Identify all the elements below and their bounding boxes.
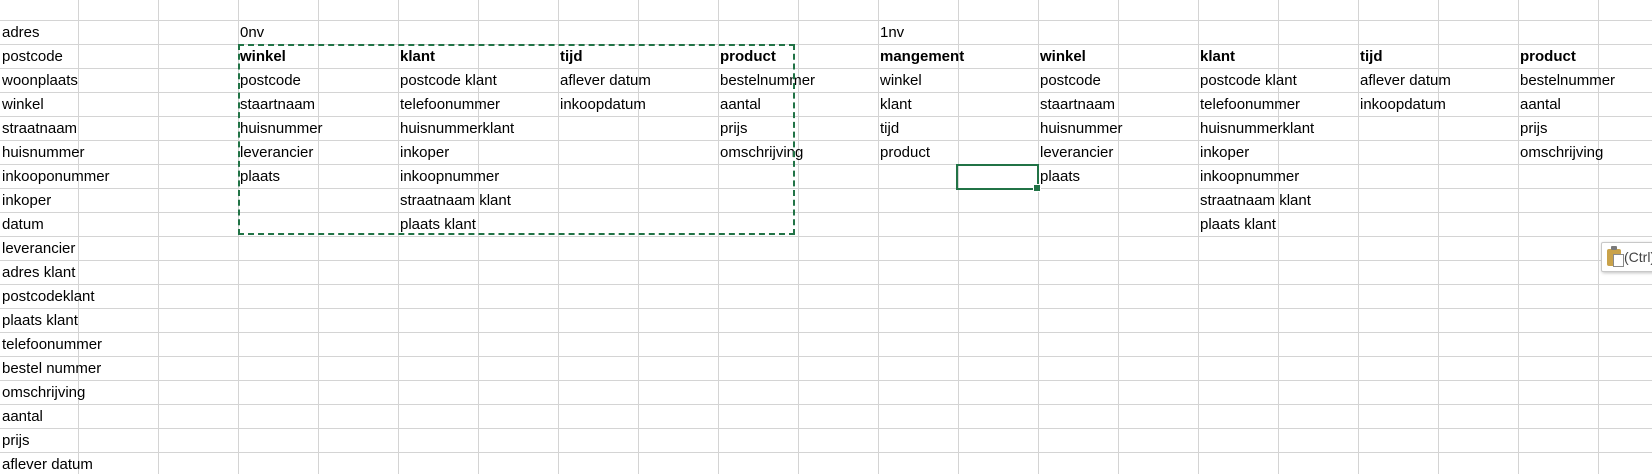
- cell-0nv-winkel-4[interactable]: leverancier: [240, 144, 314, 161]
- cell-0nv-klant-1[interactable]: postcode klant: [400, 72, 497, 89]
- cell-a14[interactable]: telefoonummer: [2, 336, 103, 353]
- label-0nv[interactable]: 0nv: [240, 24, 265, 41]
- header-1nv-product[interactable]: product: [1520, 48, 1576, 65]
- cell-a5[interactable]: straatnaam: [2, 120, 78, 137]
- header-0nv-winkel[interactable]: winkel: [240, 48, 286, 65]
- header-0nv-klant[interactable]: klant: [400, 48, 436, 65]
- cell-a9[interactable]: datum: [2, 216, 44, 233]
- cell-1nv-klant-3[interactable]: huisnummerklant: [1200, 120, 1315, 137]
- label-1nv[interactable]: 1nv: [880, 24, 905, 41]
- cell-0nv-klant-6[interactable]: straatnaam klant: [400, 192, 511, 209]
- cell-0nv-winkel-3[interactable]: huisnummer: [240, 120, 323, 137]
- cell-0nv-klant-5[interactable]: inkoopnummer: [400, 168, 500, 185]
- cell-a8[interactable]: inkoper: [2, 192, 52, 209]
- cell-a13[interactable]: plaats klant: [2, 312, 78, 329]
- cell-a17[interactable]: aantal: [2, 408, 43, 425]
- cell-1nv-klant-5[interactable]: inkoopnummer: [1200, 168, 1300, 185]
- cell-1nv-klant-4[interactable]: inkoper: [1200, 144, 1250, 161]
- cell-0nv-winkel-5[interactable]: plaats: [240, 168, 281, 185]
- header-1nv-klant[interactable]: klant: [1200, 48, 1236, 65]
- active-cell-selection[interactable]: [956, 164, 1041, 192]
- cell-1nv-klant-6[interactable]: straatnaam klant: [1200, 192, 1311, 209]
- cell-1nv-product-2[interactable]: aantal: [1520, 96, 1561, 113]
- cell-management-2[interactable]: klant: [880, 96, 912, 113]
- cell-0nv-product-2[interactable]: aantal: [720, 96, 761, 113]
- cell-0nv-product-4[interactable]: omschrijving: [720, 144, 804, 161]
- cell-a1[interactable]: adres: [2, 24, 40, 41]
- cell-a7[interactable]: inkooponummer: [2, 168, 110, 185]
- cell-a15[interactable]: bestel nummer: [2, 360, 102, 377]
- clipboard-icon: [1607, 245, 1624, 267]
- cell-0nv-klant-2[interactable]: telefoonummer: [400, 96, 501, 113]
- cell-0nv-product-3[interactable]: prijs: [720, 120, 748, 137]
- cell-1nv-winkel-1[interactable]: postcode: [1040, 72, 1101, 89]
- cell-1nv-product-1[interactable]: bestelnummer: [1520, 72, 1616, 89]
- cell-0nv-klant-4[interactable]: inkoper: [400, 144, 450, 161]
- cell-management-3[interactable]: tijd: [880, 120, 900, 137]
- cell-1nv-product-4[interactable]: omschrijving: [1520, 144, 1604, 161]
- header-0nv-tijd[interactable]: tijd: [560, 48, 583, 65]
- cell-a16[interactable]: omschrijving: [2, 384, 86, 401]
- header-management[interactable]: mangement: [880, 48, 965, 65]
- cell-0nv-tijd-2[interactable]: inkoopdatum: [560, 96, 646, 113]
- cell-0nv-winkel-2[interactable]: staartnaam: [240, 96, 316, 113]
- cell-a10[interactable]: leverancier: [2, 240, 76, 257]
- cell-a19[interactable]: aflever datum: [2, 456, 93, 473]
- header-1nv-winkel[interactable]: winkel: [1040, 48, 1086, 65]
- paste-options-button[interactable]: (Ctrl): [1601, 242, 1652, 272]
- header-1nv-tijd[interactable]: tijd: [1360, 48, 1383, 65]
- cell-1nv-winkel-4[interactable]: leverancier: [1040, 144, 1114, 161]
- cell-management-1[interactable]: winkel: [880, 72, 922, 89]
- cell-1nv-klant-2[interactable]: telefoonummer: [1200, 96, 1301, 113]
- cell-1nv-winkel-5[interactable]: plaats: [1040, 168, 1081, 185]
- cell-0nv-tijd-1[interactable]: aflever datum: [560, 72, 651, 89]
- cell-0nv-product-1[interactable]: bestelnummer: [720, 72, 816, 89]
- cell-a3[interactable]: woonplaats: [2, 72, 78, 89]
- cell-0nv-klant-3[interactable]: huisnummerklant: [400, 120, 515, 137]
- cell-a6[interactable]: huisnummer: [2, 144, 85, 161]
- cell-management-4[interactable]: product: [880, 144, 931, 161]
- paste-options-label: (Ctrl): [1624, 249, 1652, 265]
- fill-handle[interactable]: [1033, 184, 1041, 192]
- cell-1nv-product-3[interactable]: prijs: [1520, 120, 1548, 137]
- cell-1nv-klant-1[interactable]: postcode klant: [1200, 72, 1297, 89]
- cell-0nv-klant-7[interactable]: plaats klant: [400, 216, 476, 233]
- cell-1nv-tijd-1[interactable]: aflever datum: [1360, 72, 1451, 89]
- cell-0nv-winkel-1[interactable]: postcode: [240, 72, 301, 89]
- cell-a12[interactable]: postcodeklant: [2, 288, 95, 305]
- header-0nv-product[interactable]: product: [720, 48, 776, 65]
- cell-a2[interactable]: postcode: [2, 48, 63, 65]
- cell-a18[interactable]: prijs: [2, 432, 30, 449]
- cell-a11[interactable]: adres klant: [2, 264, 76, 281]
- cell-1nv-tijd-2[interactable]: inkoopdatum: [1360, 96, 1446, 113]
- cell-1nv-winkel-3[interactable]: huisnummer: [1040, 120, 1123, 137]
- cell-a4[interactable]: winkel: [2, 96, 44, 113]
- cell-1nv-winkel-2[interactable]: staartnaam: [1040, 96, 1116, 113]
- cell-1nv-klant-7[interactable]: plaats klant: [1200, 216, 1276, 233]
